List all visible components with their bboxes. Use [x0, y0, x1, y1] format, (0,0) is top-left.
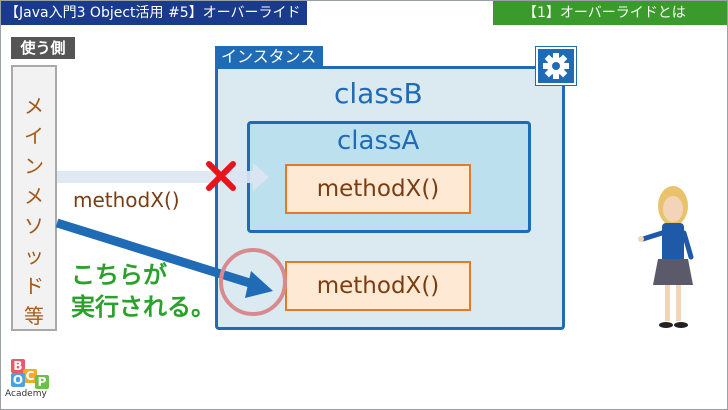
highlight-circle: [219, 248, 287, 316]
class-b-label: classB: [334, 77, 423, 110]
logo-letter: O: [11, 373, 25, 387]
logo-letter: B: [11, 359, 25, 373]
class-a-method: methodX(): [285, 164, 471, 214]
user-label: 使う側: [11, 37, 75, 59]
user-char: イ: [24, 124, 44, 148]
slide-title: 【Java入門3 Object活用 #5】オーバーライド: [1, 1, 307, 25]
x-mark-icon: [206, 161, 236, 191]
instance-label: インスタンス: [215, 46, 323, 68]
user-char: 等: [24, 304, 44, 328]
method-call-label: methodX(): [73, 188, 180, 212]
user-char: ソ: [24, 214, 44, 238]
user-char: ド: [24, 274, 44, 298]
settings-button[interactable]: [535, 46, 577, 86]
logo-text: Academy: [5, 389, 47, 399]
active-call-arrow: [55, 218, 273, 298]
blocked-call-arrow: [57, 163, 269, 191]
class-a-label: classA: [337, 126, 420, 156]
user-char: メ: [24, 184, 44, 208]
logo-letter: P: [35, 375, 49, 389]
user-char: メ: [24, 94, 44, 118]
character-illustration: [638, 186, 694, 328]
executed-note-line2: 実行される。: [71, 293, 215, 321]
logo-letter: C: [23, 369, 37, 383]
user-box-text: メ イ ン メ ソ ッ ド 等: [11, 91, 57, 331]
user-box: [11, 65, 57, 331]
class-b-method: methodX(): [285, 261, 471, 311]
section-title: 【1】オーバーライドとは: [493, 1, 727, 25]
executed-note-line1: こちらが: [71, 261, 167, 289]
user-char: ン: [24, 154, 44, 178]
gear-icon: [543, 53, 569, 79]
executed-note: こちらが 実行される。: [71, 259, 215, 323]
user-char: ッ: [24, 244, 44, 268]
